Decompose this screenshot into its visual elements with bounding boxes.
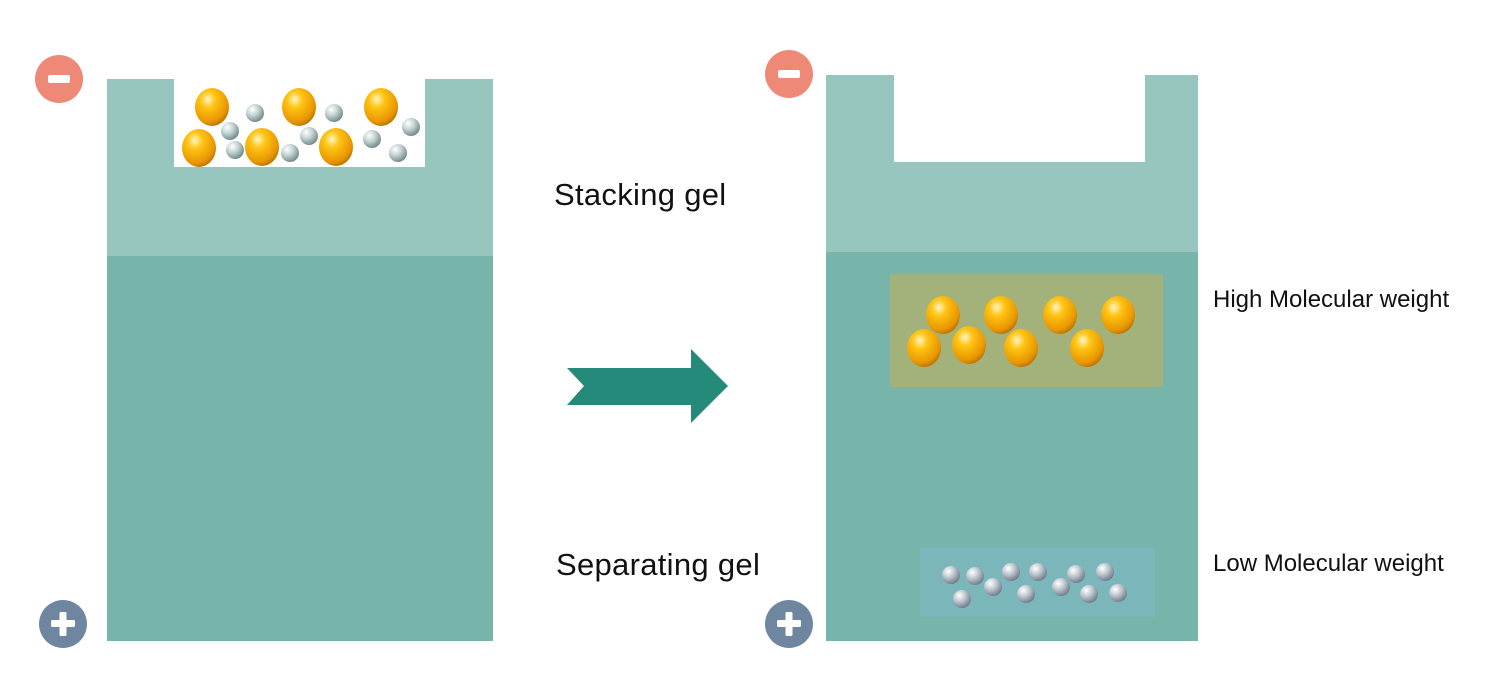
large-protein (319, 128, 353, 166)
large-protein (952, 326, 986, 364)
small-protein (325, 104, 343, 122)
left-separating-gel (107, 256, 493, 641)
large-protein (984, 296, 1018, 334)
small-protein (1109, 584, 1127, 602)
large-protein (182, 129, 216, 167)
small-protein (966, 567, 984, 585)
large-protein (907, 329, 941, 367)
small-protein (1080, 585, 1098, 603)
small-protein (300, 127, 318, 145)
small-protein (226, 141, 244, 159)
minus-icon (765, 50, 813, 98)
small-protein (246, 104, 264, 122)
low-mw-label: Low Molecular weight (1213, 550, 1444, 577)
left-gel (107, 79, 493, 641)
right-gel (826, 75, 1198, 641)
plus-icon (765, 600, 813, 648)
small-protein (1096, 563, 1114, 581)
right-sample-well (894, 75, 1145, 162)
small-protein (953, 590, 971, 608)
high-mw-proteins (907, 296, 1135, 367)
large-protein (1070, 329, 1104, 367)
small-protein (984, 578, 1002, 596)
small-protein (1052, 578, 1070, 596)
small-protein (281, 144, 299, 162)
separating-gel-label: Separating gel (556, 547, 761, 582)
large-protein (364, 88, 398, 126)
plus-icon (39, 600, 87, 648)
small-protein (1029, 563, 1047, 581)
stacking-gel-label: Stacking gel (554, 177, 727, 212)
arrow-right-icon (567, 349, 728, 423)
large-protein (1101, 296, 1135, 334)
large-protein (195, 88, 229, 126)
large-protein (282, 88, 316, 126)
small-protein (221, 122, 239, 140)
small-protein (1002, 563, 1020, 581)
large-protein (1043, 296, 1077, 334)
large-protein (926, 296, 960, 334)
large-protein (1004, 329, 1038, 367)
small-protein (942, 566, 960, 584)
small-protein (363, 130, 381, 148)
high-mw-label: High Molecular weight (1213, 286, 1450, 313)
left-sample-proteins (182, 88, 420, 167)
large-protein (245, 128, 279, 166)
small-protein (1017, 585, 1035, 603)
small-protein (402, 118, 420, 136)
small-protein (389, 144, 407, 162)
small-protein (1067, 565, 1085, 583)
minus-icon (35, 55, 83, 103)
low-mw-proteins (942, 563, 1127, 608)
